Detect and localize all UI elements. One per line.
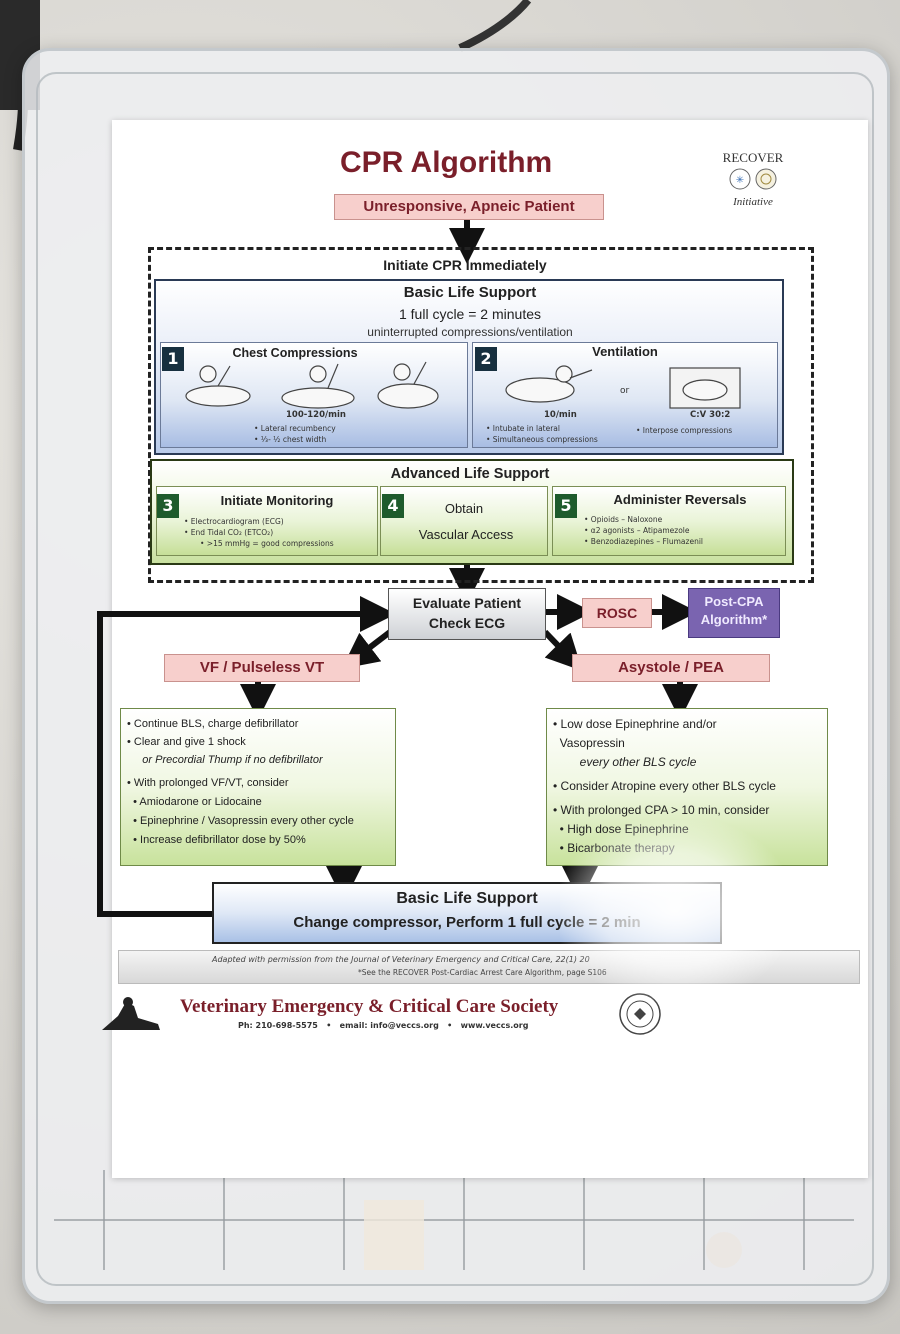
asys-line-6: • High dose Epinephrine xyxy=(553,822,689,836)
asys-line-5: • With prolonged CPA > 10 min, consider xyxy=(553,803,770,817)
vf-line-5: • Amiodarone or Lidocaine xyxy=(127,796,262,808)
citation-see: *See the RECOVER Post-Cardiac Arrest Car… xyxy=(358,968,607,977)
society-name: Veterinary Emergency & Critical Care Soc… xyxy=(180,996,559,1017)
post-cpa-line1: Post-CPA xyxy=(704,594,764,609)
step-number-3: 3 xyxy=(157,494,179,518)
bottom-bls-box: Basic Life Support Change compressor, Pe… xyxy=(212,882,722,944)
rosc-box: ROSC xyxy=(582,598,652,628)
dashed-title: Initiate CPR Immediately xyxy=(383,257,547,273)
vascular-access-line1: Obtain xyxy=(444,501,484,516)
post-cpa-box: Post-CPA Algorithm* xyxy=(688,588,780,638)
vf-line-7: • Increase defibrillator dose by 50% xyxy=(127,834,306,846)
post-cpa-line2: Algorithm* xyxy=(700,612,768,627)
plastic-case-inner-rim xyxy=(36,72,874,1286)
monitoring-bullet-2: • End Tidal CO₂ (ETCO₂) xyxy=(184,528,274,537)
monitoring-bullet-3: • >15 mmHg = good compressions xyxy=(200,539,334,548)
veccs-logo-icon xyxy=(102,997,160,1030)
vascular-access-line2: Vascular Access xyxy=(418,527,514,542)
compression-rate: 100-120/min xyxy=(286,410,346,420)
reversals-title: Administer Reversals xyxy=(613,492,747,507)
evaluate-patient-box: Evaluate Patient Check ECG xyxy=(388,588,546,640)
asys-line-3: every other BLS cycle xyxy=(553,755,697,769)
page-title: CPR Algorithm xyxy=(340,146,553,179)
compression-bullet-2: • ⅓- ½ chest width xyxy=(254,435,327,444)
ventilation-bullet-1: • Intubate in lateral xyxy=(486,424,560,433)
svg-text:✳: ✳ xyxy=(736,175,744,186)
monitoring-panel xyxy=(156,486,378,556)
ventilation-or: or xyxy=(620,386,630,396)
bls-sub: uninterrupted compressions/ventilation xyxy=(367,325,573,339)
vf-line-1: • Continue BLS, charge defibrillator xyxy=(127,718,299,730)
monitoring-title: Initiate Monitoring xyxy=(220,493,334,508)
initiate-cpr-frame xyxy=(148,247,814,583)
step-number-4: 4 xyxy=(382,494,404,518)
bottom-bls-line2: Change compressor, Perform 1 full cycle … xyxy=(293,914,641,931)
recover-seal-icon: ✳ xyxy=(729,168,777,190)
vf-line-6: • Epinephrine / Vasopressin every other … xyxy=(127,815,354,827)
reversals-panel xyxy=(552,486,786,556)
ventilation-title: Ventilation xyxy=(592,344,658,359)
step-number-1: 1 xyxy=(162,347,184,371)
ventilation-ratio: C:V 30:2 xyxy=(690,410,731,420)
reversals-bullet-3: • Benzodiazepines – Flumazenil xyxy=(584,537,704,546)
asys-line-7: • Bicarbonate therapy xyxy=(553,841,675,855)
bottom-bls-line1: Basic Life Support xyxy=(396,890,538,907)
cable-left xyxy=(0,0,532,151)
ventilation-rate: 10/min xyxy=(544,410,577,420)
veccs-seal-icon xyxy=(619,993,661,1035)
start-box: Unresponsive, Apneic Patient xyxy=(334,194,604,220)
bls-cycle: 1 full cycle = 2 minutes xyxy=(398,306,541,322)
ventilation-bullet-2: • Simultaneous compressions xyxy=(486,435,598,444)
citation-adapted: Adapted with permission from the Journal… xyxy=(212,955,590,964)
vascular-access-panel xyxy=(380,486,548,556)
vf-line-2: • Clear and give 1 shock xyxy=(127,736,246,748)
vf-pulseless-vt-box: VF / Pulseless VT xyxy=(164,654,360,682)
asys-line-1: • Low dose Epinephrine and/or xyxy=(553,717,717,731)
asys-line-2: Vasopressin xyxy=(553,736,625,750)
society-contact: Ph: 210-698-5575 • email: info@veccs.org… xyxy=(238,1021,529,1030)
evaluate-line1: Evaluate Patient xyxy=(412,595,522,611)
vf-treatment-box: • Continue BLS, charge defibrillator • C… xyxy=(120,708,396,866)
ventilation-bullet-3: • Interpose compressions xyxy=(636,426,733,435)
ventilation-illustration xyxy=(505,365,741,409)
evaluate-line2: Check ECG xyxy=(428,615,506,631)
vf-line-3: or Precordial Thump if no defibrillator xyxy=(127,754,323,766)
step-number-2: 2 xyxy=(475,347,497,371)
step-number-5: 5 xyxy=(555,494,577,518)
compression-illustration xyxy=(185,361,439,409)
recover-logo-top: RECOVER xyxy=(722,150,784,165)
als-title: Advanced Life Support xyxy=(390,466,550,482)
recover-logo: RECOVER ✳ Initiative xyxy=(712,150,794,214)
monitoring-bullet-1: • Electrocardiogram (ECG) xyxy=(184,517,284,526)
reversals-bullet-2: • α2 agonists – Atipamezole xyxy=(584,526,690,535)
asystole-treatment-box: • Low dose Epinephrine and/or Vasopressi… xyxy=(546,708,828,866)
chest-compressions-title: Chest Compressions xyxy=(232,346,358,360)
reversals-bullet-1: • Opioids – Naloxone xyxy=(584,515,663,524)
case-bottom-ribs xyxy=(54,1170,854,1270)
compression-bullet-1: • Lateral recumbency xyxy=(254,424,336,433)
vf-line-4: • With prolonged VF/VT, consider xyxy=(127,777,289,789)
bls-title: Basic Life Support xyxy=(403,284,537,301)
asystole-pea-box: Asystole / PEA xyxy=(572,654,770,682)
asys-line-4: • Consider Atropine every other BLS cycl… xyxy=(553,779,776,793)
recover-logo-bottom: Initiative xyxy=(733,196,773,208)
